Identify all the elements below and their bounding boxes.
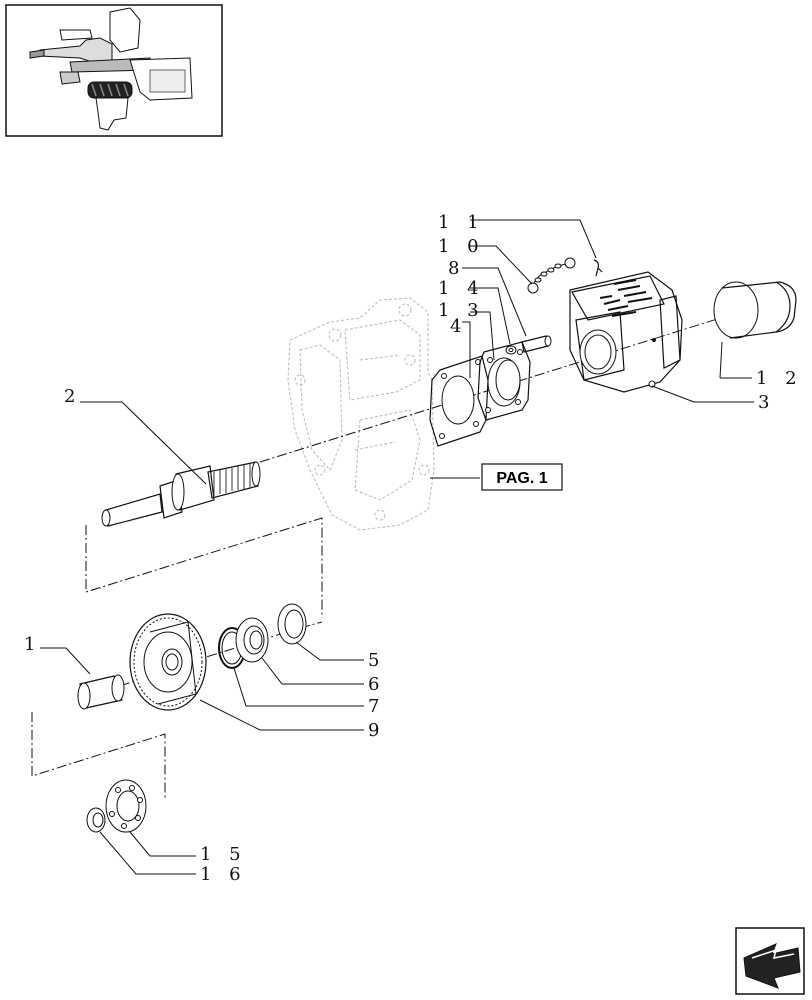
part-8-bolt xyxy=(521,335,552,353)
label-12: 1 2 xyxy=(756,368,803,389)
label-10: 1 0 xyxy=(438,236,485,257)
label-16: 1 6 xyxy=(200,864,247,885)
label-4: 4 xyxy=(450,316,467,337)
label-7: 7 xyxy=(368,696,385,717)
part-4-gasket xyxy=(429,355,489,447)
part-13-plate xyxy=(477,341,531,421)
page-reference-link[interactable]: PAG. 1 xyxy=(481,463,563,491)
label-5: 5 xyxy=(368,650,385,671)
label-14: 1 4 xyxy=(438,278,485,299)
part-14-washer xyxy=(505,345,517,355)
leader-lines xyxy=(40,219,754,875)
label-6: 6 xyxy=(368,674,385,695)
transmission-housing-outline xyxy=(287,297,435,531)
part-15-seal xyxy=(86,807,106,833)
page-reference-label: PAG. 1 xyxy=(496,470,547,487)
part-11-pin xyxy=(593,259,603,277)
label-2: 2 xyxy=(64,386,81,407)
next-page-arrow-icon[interactable] xyxy=(735,927,805,995)
label-13: 1 3 xyxy=(438,300,485,321)
label-1: 1 xyxy=(24,634,41,655)
part-10-chain xyxy=(527,257,576,294)
part-1-bushing xyxy=(77,674,125,710)
part-5-spacer xyxy=(277,603,307,645)
label-11: 1 1 xyxy=(438,212,485,233)
part-12-cap xyxy=(713,281,797,339)
label-15: 1 5 xyxy=(200,844,247,865)
label-9: 9 xyxy=(368,720,385,741)
part-9-gear xyxy=(129,613,207,711)
part-labels: 1 1 1 0 8 1 4 1 3 4 1 2 3 2 1 5 6 7 9 1 … xyxy=(24,212,803,885)
part-16-bearing xyxy=(105,779,147,833)
locator-thumbnail-icon[interactable] xyxy=(5,4,223,137)
part-3-cover xyxy=(569,271,683,393)
label-3: 3 xyxy=(758,392,775,413)
part-2-shaft xyxy=(101,461,261,527)
label-8: 8 xyxy=(448,258,465,279)
part-6-bearing xyxy=(235,617,269,663)
